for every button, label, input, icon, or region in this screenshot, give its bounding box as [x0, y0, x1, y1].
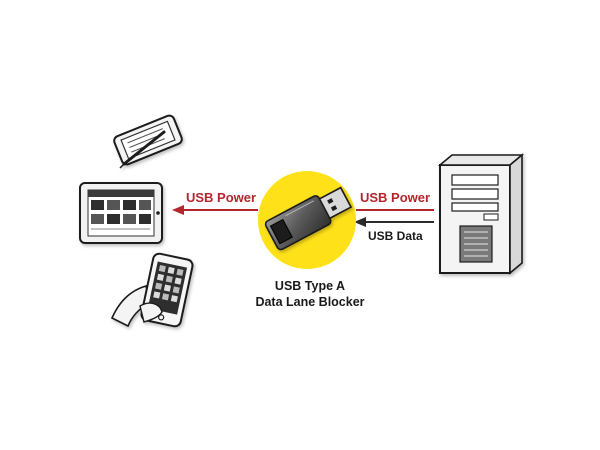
- phone-with-stylus-icon: [113, 114, 183, 169]
- device-title-line2: Data Lane Blocker: [255, 295, 365, 309]
- usb-power-label-left: USB Power: [186, 190, 257, 205]
- usb-data-arrow: [354, 217, 434, 227]
- desktop-tower-icon: [437, 153, 525, 275]
- device-title-line1: USB Type A: [274, 279, 346, 293]
- usb-power-arrow-left: [172, 205, 258, 215]
- smartphone-in-hand-icon: [110, 252, 194, 328]
- usb-adapter-icon: [264, 186, 353, 251]
- usb-data-label: USB Data: [368, 229, 423, 243]
- usb-power-label-right: USB Power: [360, 190, 431, 205]
- tablet-icon: [79, 182, 163, 244]
